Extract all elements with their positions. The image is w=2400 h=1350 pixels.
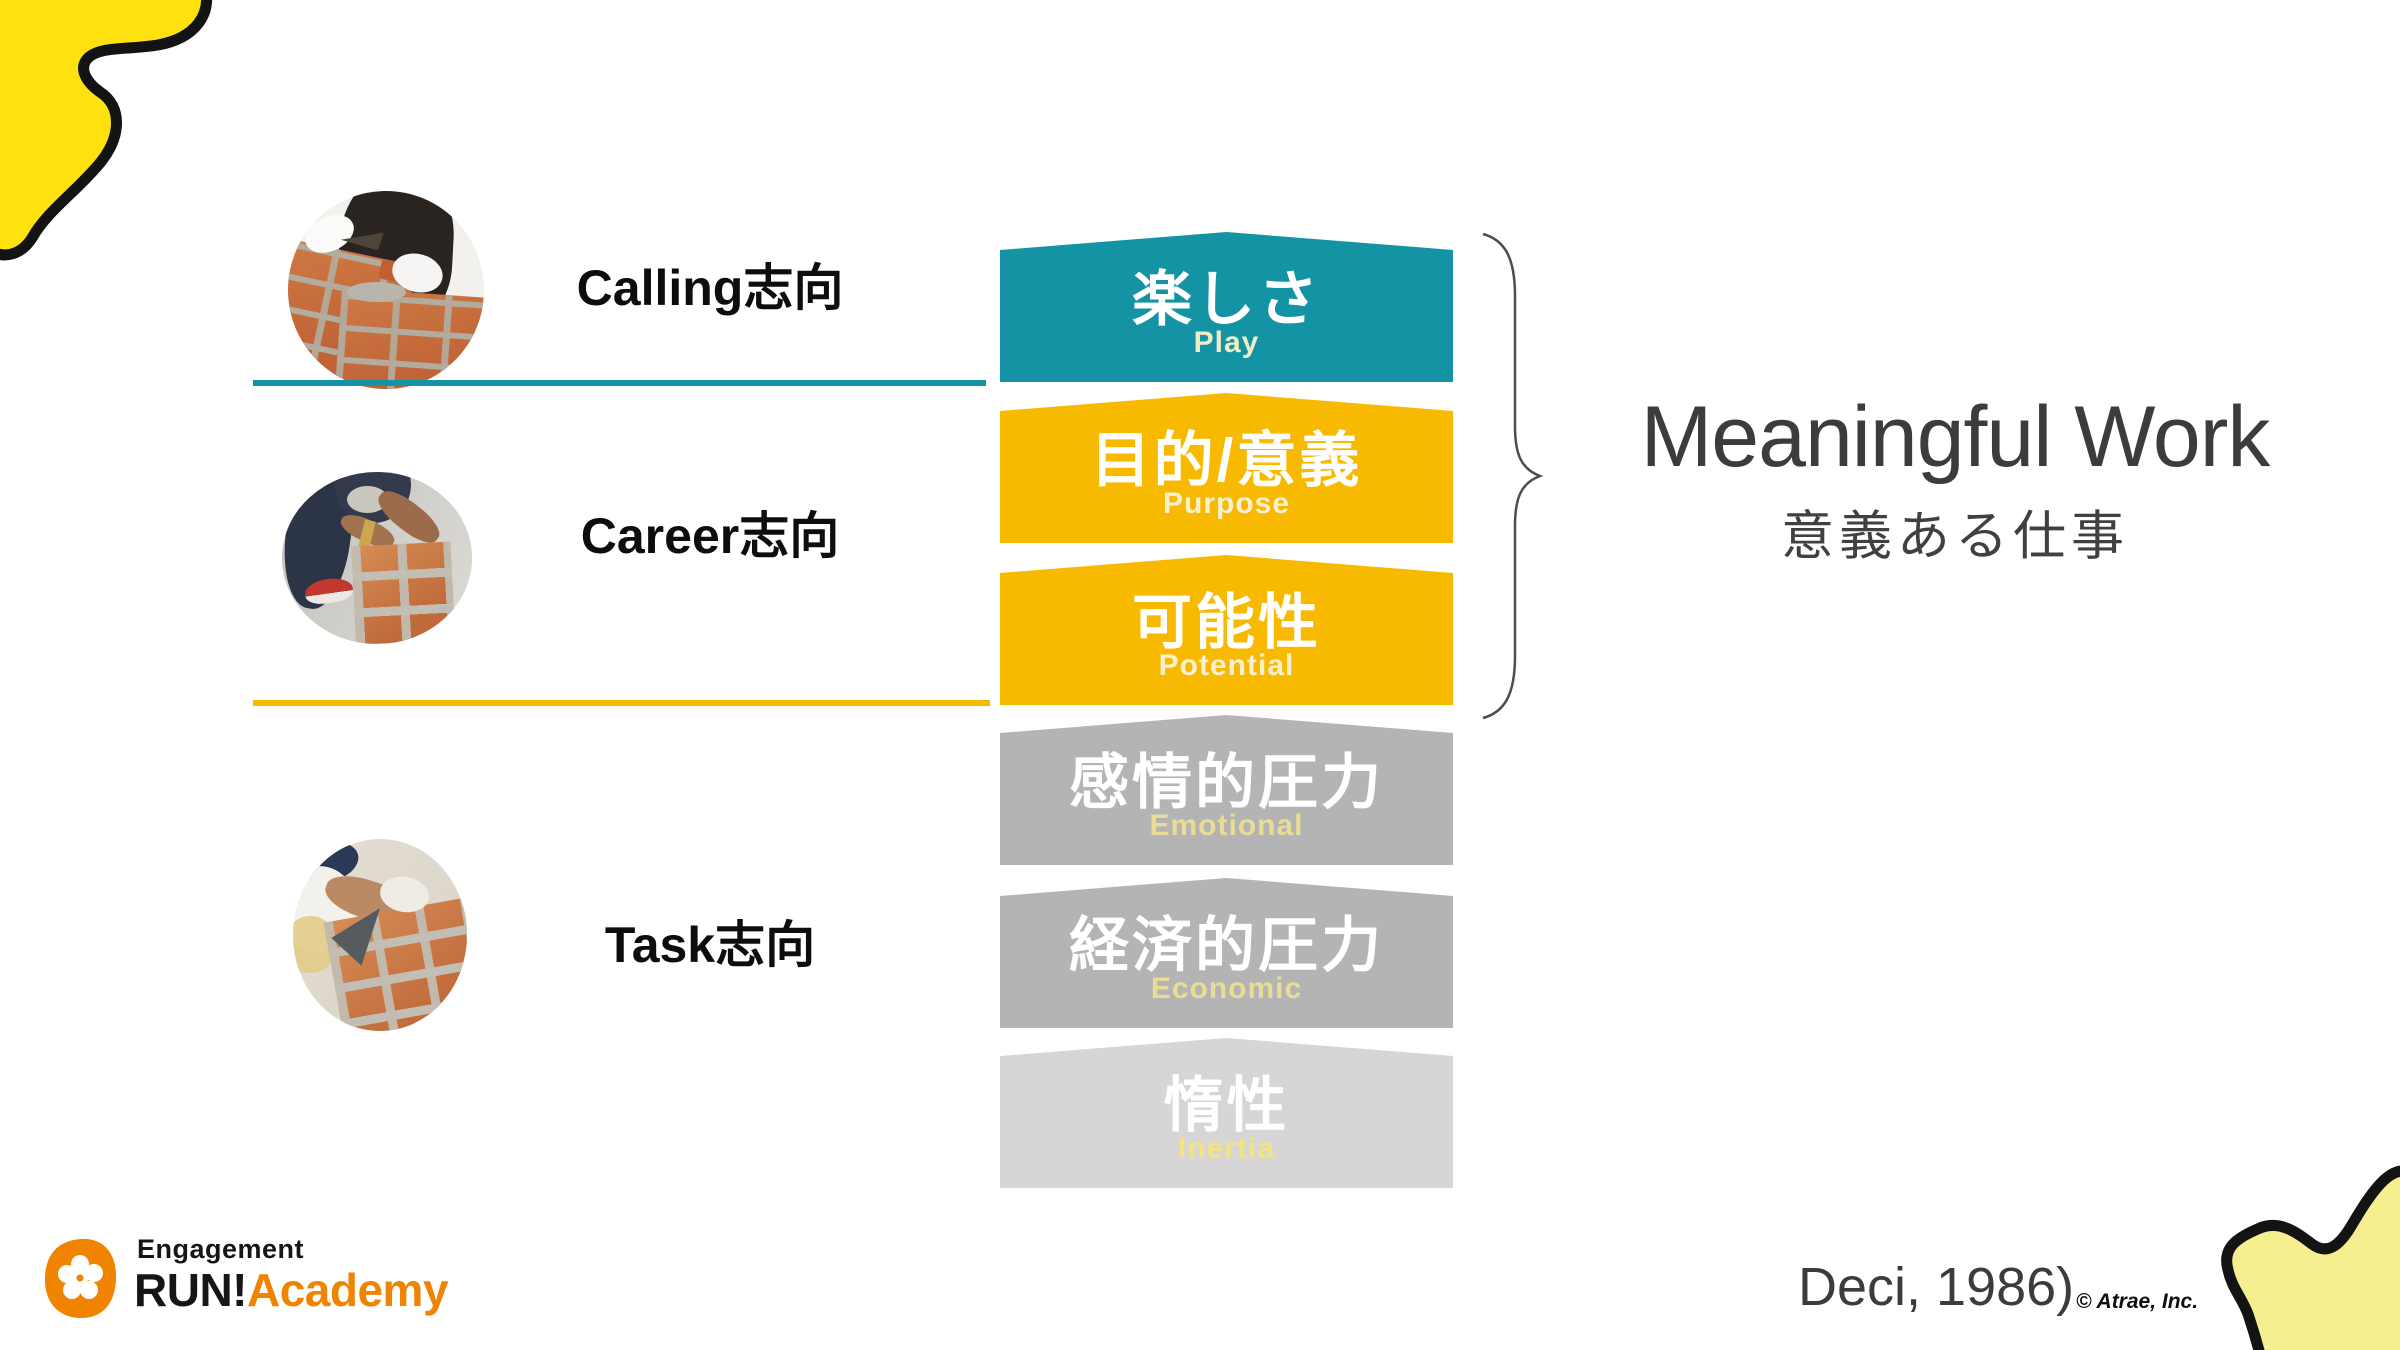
logo-engagement-text: Engagement — [137, 1234, 305, 1264]
banner-jp-label: 可能性 — [1132, 588, 1321, 656]
mortar-blob — [346, 282, 406, 302]
banner-emotional: 感情的圧力 Emotional — [1000, 715, 1453, 865]
logo-academy-text: Academy — [246, 1264, 449, 1316]
banner-jp-label: 楽しさ — [1132, 265, 1321, 333]
corner-blob-bottom-right — [2221, 1165, 2400, 1350]
banner-inertia: 惰性 Inertia — [1000, 1038, 1453, 1188]
banner-jp-label: 目的/意義 — [1090, 426, 1363, 494]
banner-play: 楽しさ Play — [1000, 232, 1453, 382]
copyright-text: © Atrae, Inc. — [2076, 1290, 2199, 1313]
task-photo-bricklayer — [293, 839, 467, 1031]
calling-underline — [253, 380, 986, 386]
meaningful-work-title: Meaningful Work — [1640, 389, 2271, 485]
banner-en-label: Purpose — [1162, 486, 1291, 520]
corner-blob-top-left — [0, 0, 212, 261]
banner-jp-label: 感情的圧力 — [1069, 748, 1384, 816]
calling-photo-bricklayer — [288, 191, 484, 389]
banner-potential: 可能性 Potential — [1000, 555, 1453, 705]
banner-en-label: Potential — [1158, 648, 1295, 682]
meaningful-work-subtitle: 意義ある仕事 — [1781, 507, 2129, 567]
banner-en-label: Play — [1193, 325, 1260, 359]
result-block: Meaningful Work 意義ある仕事 — [1640, 389, 2271, 570]
career-photo-bricklayer — [282, 472, 472, 644]
banner-en-label: Emotional — [1149, 808, 1304, 842]
banner-en-label: Inertia — [1177, 1131, 1276, 1165]
flower-icon — [44, 1238, 117, 1319]
banner-jp-label: 経済的圧力 — [1069, 911, 1384, 979]
curly-brace — [1482, 232, 1544, 720]
row-label-task: Task志向 — [604, 917, 816, 973]
logo-run-academy-text: RUN!Academy — [134, 1263, 449, 1317]
banner-jp-label: 惰性 — [1163, 1071, 1290, 1139]
banner-economic: 経済的圧力 Economic — [1000, 878, 1453, 1028]
citation-text: Deci, 1986) — [1798, 1257, 2075, 1317]
row-label-calling: Calling志向 — [576, 260, 844, 316]
logo-run-text: RUN! — [134, 1264, 247, 1316]
row-label-career: Career志向 — [580, 508, 840, 564]
banner-purpose: 目的/意義 Purpose — [1000, 393, 1453, 543]
banner-en-label: Economic — [1150, 971, 1303, 1005]
career-underline — [253, 700, 990, 706]
